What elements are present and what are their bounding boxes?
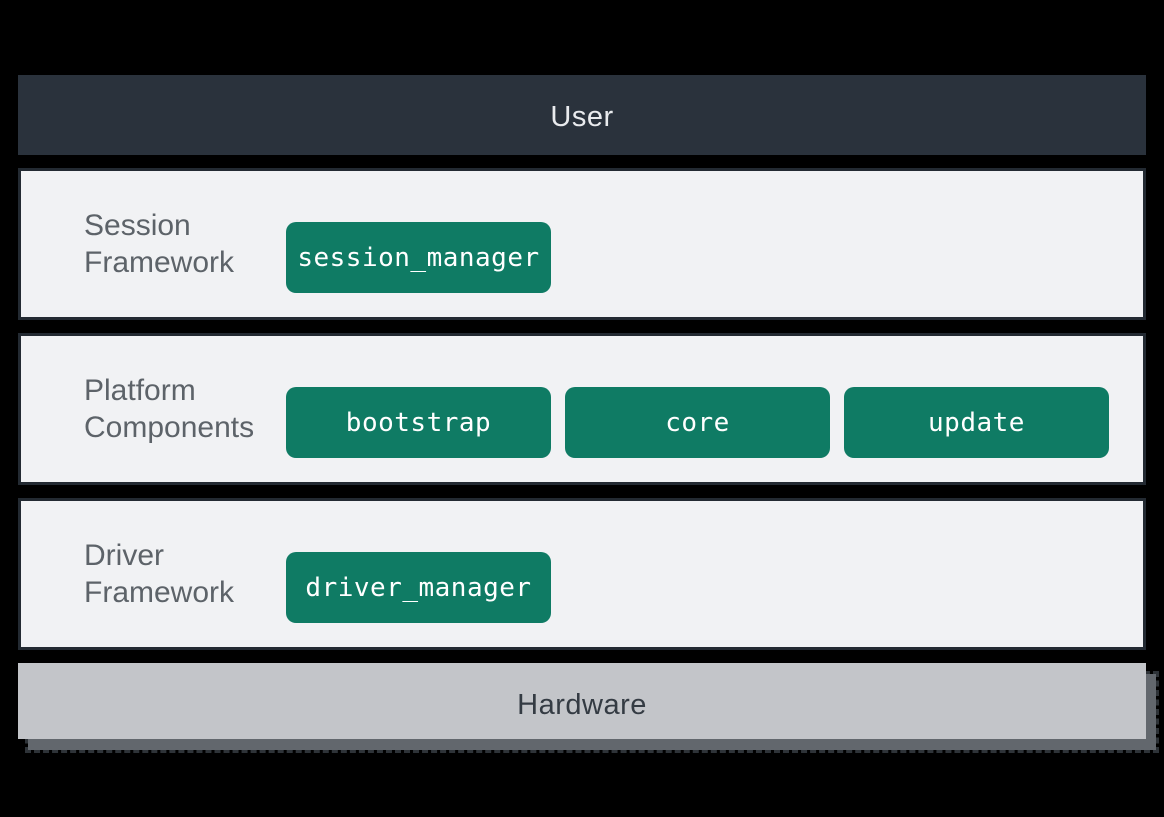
hardware-layer-label: Hardware — [517, 688, 647, 721]
component-driver-manager-label: driver_manager — [305, 572, 532, 603]
session-framework-label: Session Framework — [84, 207, 284, 281]
platform-components-label: Platform Components — [84, 372, 284, 446]
component-core-label: core — [665, 407, 730, 438]
component-update-label: update — [928, 407, 1025, 438]
platform-components-label-line2: Components — [84, 411, 255, 444]
user-layer-label: User — [550, 100, 614, 133]
platform-components-components: bootstrap core update — [286, 336, 1109, 482]
component-update: update — [844, 387, 1109, 458]
layer-session-framework: Session Framework session_manager — [18, 168, 1146, 320]
layer-hardware: Hardware — [18, 663, 1159, 753]
layer-driver-framework: Driver Framework driver_manager — [18, 498, 1146, 650]
component-session-manager: session_manager — [286, 222, 551, 293]
platform-components-label-line1: Platform — [84, 374, 196, 407]
driver-framework-components: driver_manager — [286, 501, 551, 647]
component-bootstrap-label: bootstrap — [345, 407, 492, 438]
driver-framework-label-line2: Framework — [84, 576, 235, 609]
layer-platform-components: Platform Components bootstrap core updat… — [18, 333, 1146, 485]
component-bootstrap: bootstrap — [286, 387, 551, 458]
driver-framework-label: Driver Framework — [84, 537, 284, 611]
session-framework-label-line1: Session — [84, 209, 191, 242]
component-session-manager-label: session_manager — [297, 242, 540, 273]
component-core: core — [565, 387, 830, 458]
driver-framework-label-line1: Driver — [84, 539, 164, 572]
hardware-bar: Hardware — [18, 663, 1146, 739]
component-driver-manager: driver_manager — [286, 552, 551, 623]
layer-user: User — [18, 75, 1146, 155]
session-framework-components: session_manager — [286, 171, 551, 317]
session-framework-label-line2: Framework — [84, 246, 235, 279]
layer-stack: User Session Framework session_manager P… — [18, 75, 1159, 753]
